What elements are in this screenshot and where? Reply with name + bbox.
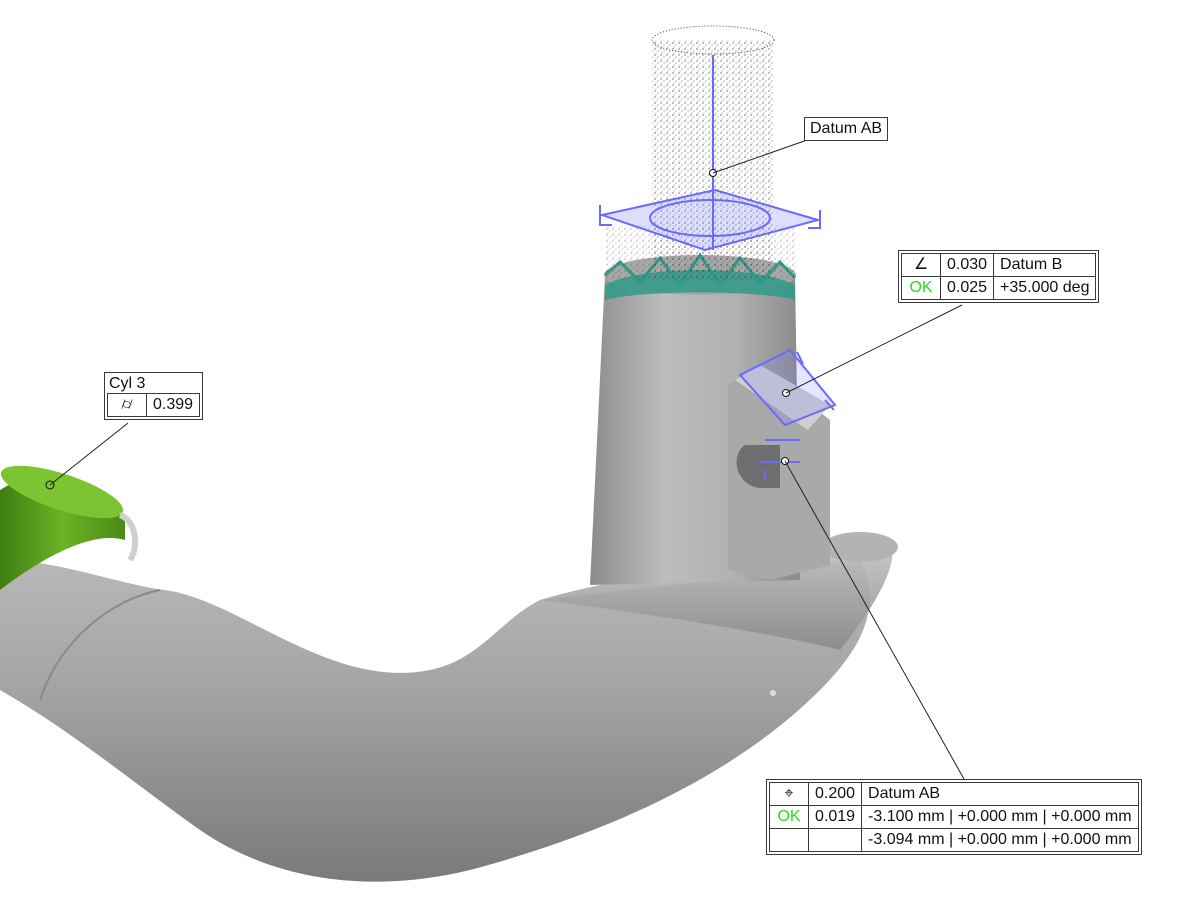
- hole-marker: [770, 690, 776, 696]
- position-empty-cell: [769, 828, 809, 852]
- datum-ab-label: Datum AB: [810, 120, 883, 137]
- cylindricity-icon: ⌭: [107, 393, 147, 417]
- callout-datum-ab[interactable]: Datum AB: [804, 117, 889, 141]
- angularity-status: OK: [901, 276, 941, 300]
- angularity-measured: 0.025: [939, 276, 995, 300]
- position-table: ⌖ 0.200 Datum AB OK 0.019 -3.100 mm | +0…: [769, 782, 1139, 852]
- datum-b-frame[interactable]: [738, 348, 837, 480]
- angularity-datum: Datum B: [993, 253, 1097, 277]
- leader-lines: [49, 138, 965, 780]
- boss-feature: [728, 365, 830, 580]
- angularity-icon: ∠: [901, 253, 941, 277]
- datum-ab-frame[interactable]: [598, 55, 822, 252]
- position-actual-xyz: -3.094 mm | +0.000 mm | +0.000 mm: [861, 828, 1139, 852]
- position-nominal-xyz: -3.100 mm | +0.000 mm | +0.000 mm: [861, 805, 1139, 829]
- position-tolerance: 0.200: [807, 782, 863, 806]
- cylinder-feature-cyl3[interactable]: [0, 455, 139, 590]
- callout-angularity[interactable]: ∠ 0.030 Datum B OK 0.025 +35.000 deg: [898, 250, 1100, 303]
- angularity-tolerance: 0.030: [939, 253, 995, 277]
- angularity-table: ∠ 0.030 Datum B OK 0.025 +35.000 deg: [901, 253, 1097, 300]
- angularity-nominal: +35.000 deg: [993, 276, 1097, 300]
- position-datum: Datum AB: [861, 782, 1139, 806]
- cyl3-value: 0.399: [145, 393, 201, 417]
- callout-position[interactable]: ⌖ 0.200 Datum AB OK 0.019 -3.100 mm | +0…: [766, 779, 1142, 855]
- position-status: OK: [769, 805, 809, 829]
- callout-cyl3[interactable]: Cyl 3 ⌭ 0.399: [104, 372, 204, 420]
- position-icon: ⌖: [769, 782, 809, 806]
- cyl3-title: Cyl 3: [109, 375, 146, 392]
- cyl3-table: ⌭ 0.399: [107, 393, 201, 417]
- bent-tube: [0, 532, 898, 882]
- position-empty-cell-2: [807, 828, 863, 852]
- position-measured: 0.019: [807, 805, 863, 829]
